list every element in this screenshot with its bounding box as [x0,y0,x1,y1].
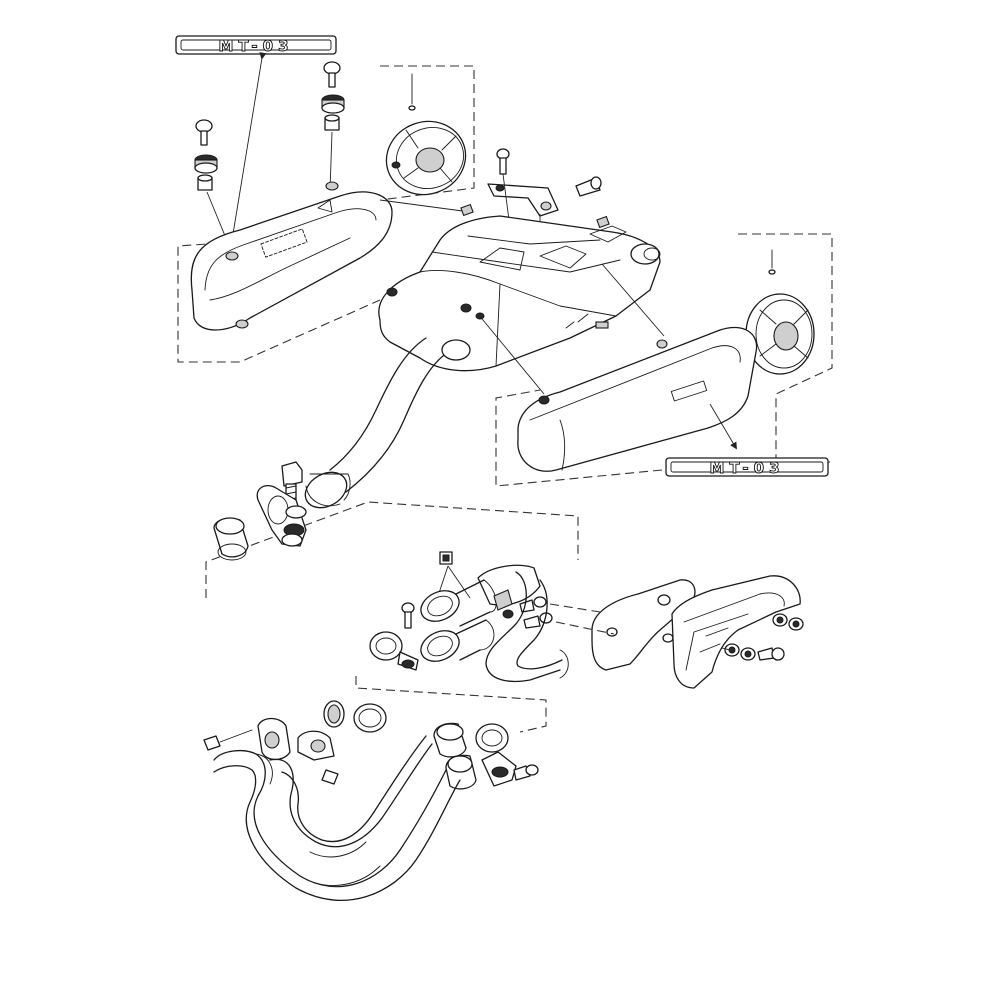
right-muffler-cover [517,326,758,472]
shield-leader-dashes [549,603,731,651]
leader-screw-left-2 [329,131,333,191]
mid-gasket-ring [213,517,249,561]
badge-bottom-text: MT-03 [709,459,784,477]
left-muffler-cover [190,181,393,331]
main-muffler-body [378,203,661,372]
leader-right-cover-2 [601,263,665,337]
mid-clamp-bolt [281,461,303,507]
gasket-ring-1 [323,700,345,728]
exhaust-header-pipes [203,717,461,902]
badge-top-text: MT-03 [218,37,293,55]
joint-bracket-nut [439,551,453,565]
exhaust-guard [671,575,801,689]
mid-clamp [256,485,307,547]
lower-clamp-group-outline [355,676,547,733]
joint-clamp [369,631,419,671]
screw-set-left-1 [194,119,218,191]
badge-bottom-leader [709,403,737,450]
guard-fasteners [724,613,804,661]
joint-assembly [420,564,541,662]
badge-bottom: MT-03 [665,457,829,477]
leader-right-cover-1 [477,313,545,395]
screw-set-left-2 [321,61,345,131]
collector-pipe [485,571,569,683]
lower-gasket-b [445,754,477,790]
left-end-cap [385,73,467,196]
leader-joint-2 [447,565,471,599]
badge-top: MT-03 [175,35,337,55]
top-bracket [487,148,602,217]
muffler-link-pipe [304,337,471,509]
joint-bolts [401,596,553,629]
gasket-ring-2 [353,703,387,733]
right-end-cap [745,249,815,375]
lower-clamp [475,723,539,787]
badge-top-leader [231,52,267,241]
lower-gasket-a [433,722,467,758]
leader-cap-left [379,199,472,215]
